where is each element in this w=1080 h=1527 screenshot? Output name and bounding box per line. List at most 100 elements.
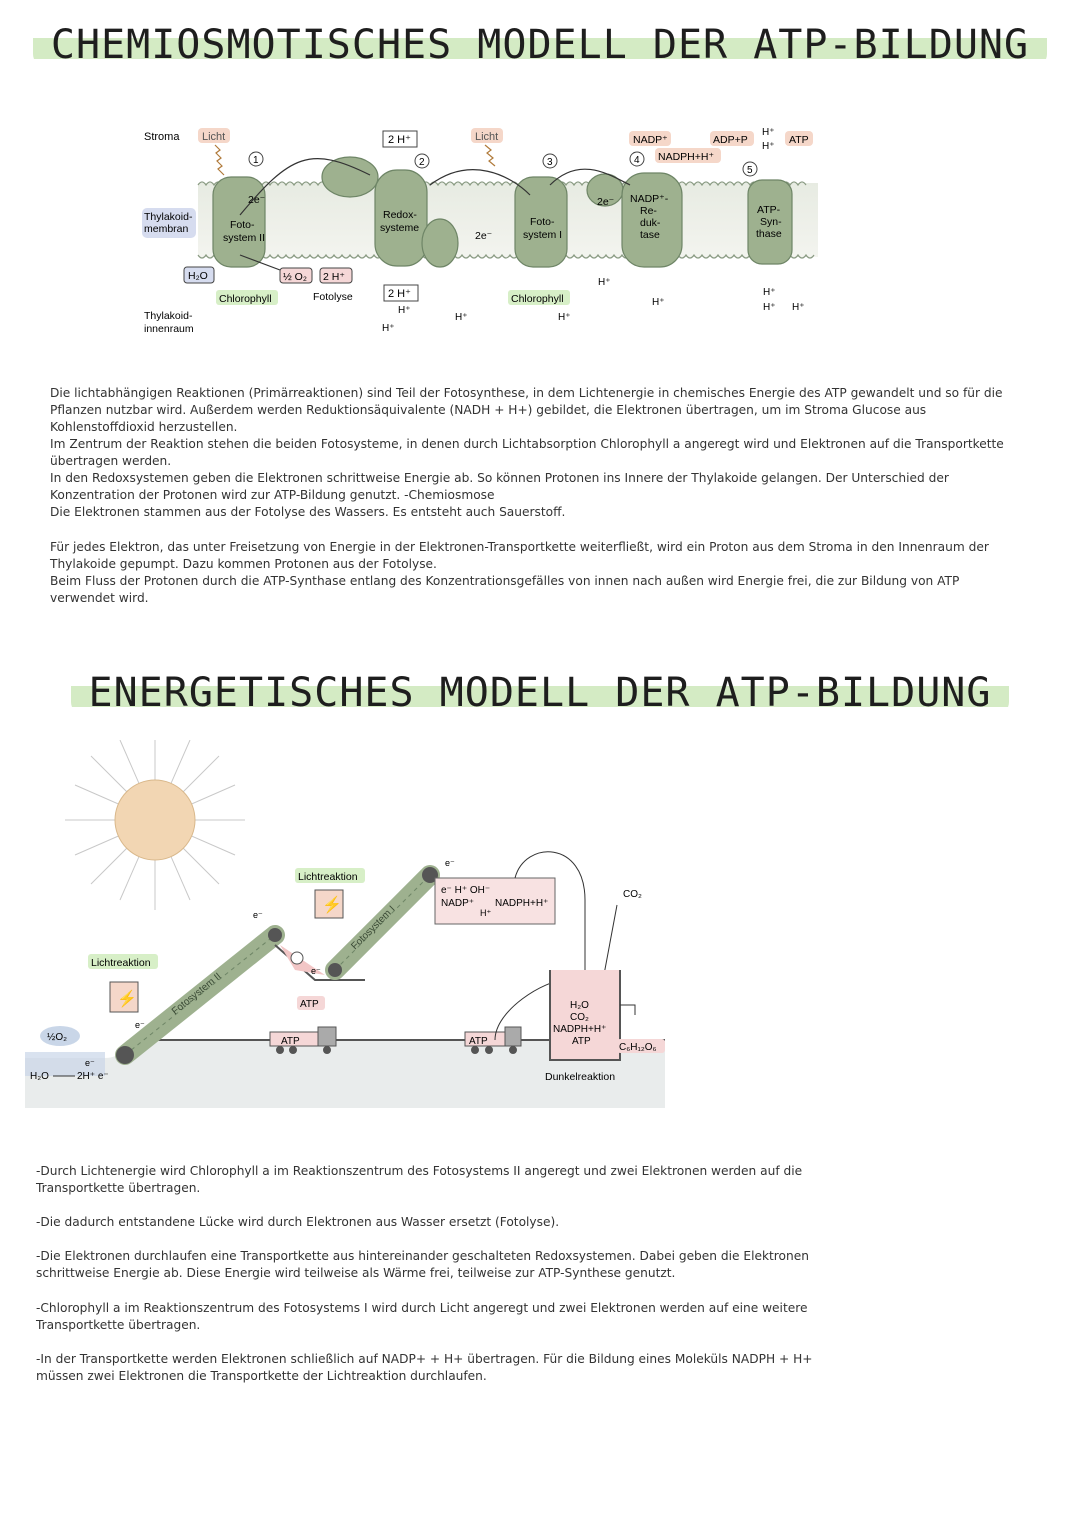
glucose-badge <box>617 1039 665 1053</box>
redox-lobe <box>421 218 459 268</box>
electron-path <box>239 158 631 216</box>
label-two-h-top: 2 H⁺ <box>388 134 411 146</box>
redox-top <box>321 156 379 198</box>
label-two-h-e: 2H⁺ e⁻ <box>77 1071 109 1082</box>
step2-num: 2 <box>419 157 425 168</box>
label-atp-small: ATP <box>300 999 319 1010</box>
para-6: Beim Fluss der Protonen durch die ATP-Sy… <box>50 574 960 605</box>
label-h-plus-e: H⁺ <box>598 277 611 288</box>
label-h-plus-g: H⁺ <box>763 287 776 298</box>
label-h-plus-f: H⁺ <box>652 297 665 308</box>
nadph-badge <box>655 148 721 163</box>
label-nadph: NADPH+H⁺ <box>658 151 714 163</box>
step3-num: 3 <box>547 157 553 168</box>
label-tank-3: NADPH+H⁺ <box>553 1024 606 1035</box>
lightning-box-top <box>314 889 344 919</box>
section2-bullet-3: -Die Elektronen durchlaufen eine Transpo… <box>36 1249 809 1280</box>
label-nadp-box-nadph: NADPH+H⁺ <box>495 898 548 909</box>
licht1-badge <box>198 128 230 143</box>
section1-text: Die lichtabhängigen Reaktionen (Primärre… <box>50 385 1025 521</box>
label-nadp-box-h: H⁺ <box>480 908 491 918</box>
section2-title: ENERGETISCHES MODELL DER ATP-BILDUNG <box>0 670 1080 716</box>
step1-num: 1 <box>253 155 259 166</box>
nadp-box <box>434 877 556 925</box>
label-lichtreaktion-top: Lichtreaktion <box>298 871 358 883</box>
half-o2-badge <box>279 267 313 284</box>
para-5: Für jedes Elektron, das unter Freisetzun… <box>50 540 989 571</box>
label-half-o2: ½ O₂ <box>283 271 307 283</box>
energetic-diagram: Fotosystem II Fotosystem I Lichtreaktion… <box>25 740 665 1108</box>
label-lichtreaktion-left: Lichtreaktion <box>91 957 151 969</box>
section2-bullet-4: -Chlorophyll a im Reaktionszentrum des F… <box>36 1301 808 1332</box>
fotosystem1-conveyor: Fotosystem I <box>325 865 440 980</box>
para-1: Die lichtabhängigen Reaktionen (Primärre… <box>50 386 1003 434</box>
label-fotosystem1-1: Foto- <box>530 216 555 228</box>
step5-circle <box>742 161 758 177</box>
label-h-plus-top1: H⁺ <box>762 127 775 138</box>
two-h-fot-badge <box>319 267 353 284</box>
label-h-plus-c: H⁺ <box>455 312 468 323</box>
label-chlorophyll2: Chlorophyll <box>511 293 564 305</box>
label-fotosystem2-1: Foto- <box>230 219 255 231</box>
step4-circle <box>629 151 645 167</box>
label-h-plus-i: H⁺ <box>792 302 805 313</box>
label-redox-2: systeme <box>380 222 419 234</box>
label-e-2: e⁻ <box>135 1020 145 1030</box>
nadph-arrow <box>514 851 586 975</box>
thylakoidmembran-badge <box>142 208 196 238</box>
fotosystem2-complex <box>212 176 266 268</box>
lipid-heads <box>197 181 815 259</box>
label-atp-truck1: ATP <box>281 1036 300 1047</box>
light-wave-1 <box>214 144 225 176</box>
label-two-h-fot: 2 H⁺ <box>323 271 345 283</box>
lightning-icon-top: ⚡ <box>322 895 342 914</box>
label-nadp-red-2: Re- <box>640 205 657 217</box>
adp-p-badge <box>710 131 754 146</box>
step3-circle <box>542 153 558 169</box>
label-nadp-red-1: NADP⁺- <box>630 193 669 205</box>
lichtreaktion-left-badge <box>88 954 158 969</box>
atp-badge <box>785 131 813 146</box>
label-nadp-red-3: duk- <box>640 217 661 229</box>
water-pool <box>25 1052 105 1076</box>
para-2: Im Zentrum der Reaktion stehen die beide… <box>50 437 1004 468</box>
truck-1-icon <box>269 1026 337 1054</box>
step1-circle <box>248 151 264 167</box>
label-stroma: Stroma <box>144 131 180 143</box>
dunkelreaktion-tank <box>549 970 621 1061</box>
label-nadp-box-nadp: NADP⁺ <box>441 898 474 909</box>
glucose-arrow <box>620 1004 636 1015</box>
label-licht2: Licht <box>475 131 498 143</box>
label-tank-1: H₂O <box>570 1000 589 1011</box>
label-redox-1: Redox- <box>383 209 417 221</box>
para-3: In den Redoxsystemen geben die Elektrone… <box>50 471 949 502</box>
licht2-badge <box>471 128 503 143</box>
label-h2o: H₂O <box>188 270 208 282</box>
step5-num: 5 <box>747 165 753 176</box>
two-h-bottom-box <box>383 284 419 302</box>
step4-num: 4 <box>634 155 640 166</box>
nadp-reduktase-complex <box>621 172 683 268</box>
label-licht1: Licht <box>202 131 225 143</box>
atp-wheel <box>290 951 304 965</box>
label-nadp-box-1: e⁻ H⁺ OH⁻ <box>441 885 490 896</box>
label-e-4: e⁻ <box>311 966 321 976</box>
fotosystem1-complex <box>514 176 568 268</box>
label-half-o2-2: ½O₂ <box>47 1032 67 1043</box>
label-fotosystem2-2: system II <box>223 232 265 244</box>
label-h-plus-d: H⁺ <box>558 312 571 323</box>
two-h-top-box <box>382 130 418 148</box>
section2-bullet-1: -Durch Lichtenergie wird Chlorophyll a i… <box>36 1164 803 1195</box>
label-e-5: e⁻ <box>445 858 455 868</box>
label-h-plus-h: H⁺ <box>763 302 776 313</box>
atp-small-badge <box>297 996 325 1010</box>
label-co2: CO₂ <box>623 889 642 900</box>
label-fotosystem1-2: system I <box>523 229 562 241</box>
light-wave-2 <box>484 144 496 167</box>
redox-complex <box>374 169 428 267</box>
membrane-band <box>198 183 818 257</box>
label-nadp: NADP⁺ <box>633 134 668 146</box>
label-adp-p: ADP+P <box>713 134 748 146</box>
label-two-h-bottom: 2 H⁺ <box>388 288 411 300</box>
chemiosmotic-diagram: Stroma Licht 1 2 H⁺ 2 Licht 3 NADP⁺ 4 NA… <box>142 127 818 335</box>
